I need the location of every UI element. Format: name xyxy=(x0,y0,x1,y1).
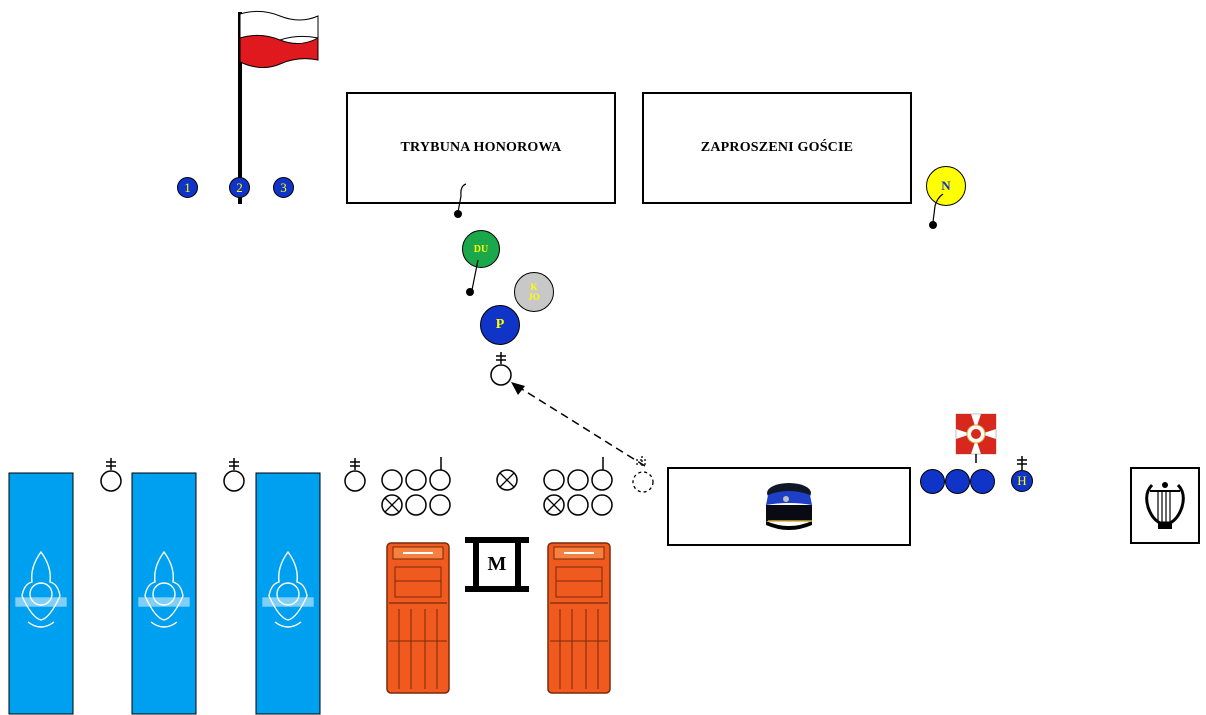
officer-h: H xyxy=(1011,470,1033,492)
unit-commander-3-icon xyxy=(344,458,366,492)
officer-n-label: N xyxy=(941,178,951,193)
banner-2 xyxy=(131,472,197,715)
commander-start-marker-icon xyxy=(632,456,654,493)
lyre-icon xyxy=(1145,481,1185,529)
banner-1 xyxy=(8,472,74,715)
fire-brigade-emblem-icon xyxy=(262,550,314,628)
officer-h-label: H xyxy=(1017,473,1027,488)
uniform-cap-icon xyxy=(766,482,812,530)
flag-post-1: 1 xyxy=(177,177,198,198)
officer-du-label: DU xyxy=(473,243,489,255)
march-arrow-icon xyxy=(511,382,646,467)
military-band xyxy=(1130,467,1200,544)
polish-flag-icon xyxy=(238,10,319,204)
honor-tribune: TRYBUNA HONOROWA xyxy=(346,92,616,204)
flag-post-2: 2 xyxy=(229,177,250,198)
commander-marker-icon xyxy=(490,352,512,386)
tribune-pointer-icon xyxy=(454,183,467,218)
flag-guard-3 xyxy=(970,469,995,494)
music-stand-frame-icon xyxy=(465,537,529,592)
flag-guard-1 xyxy=(920,469,945,494)
officer-p-label: P xyxy=(495,317,505,332)
driver-marker-icon xyxy=(496,469,518,491)
honor-tribune-label: TRYBUNA HONOROWA xyxy=(400,140,562,155)
flag-guard-2 xyxy=(945,469,970,494)
du-pointer-icon xyxy=(466,259,479,296)
crew-group-2 xyxy=(543,457,613,516)
flag-post-3: 3 xyxy=(273,177,294,198)
invited-guests-label: ZAPROSZENI GOŚCIE xyxy=(700,140,854,155)
officer-kjo: K JO xyxy=(514,272,554,312)
honor-guard-platform xyxy=(667,467,911,546)
fire-truck-icon xyxy=(386,542,450,694)
flag-post-3-label: 3 xyxy=(280,179,287,195)
unit-commander-2-icon xyxy=(223,458,245,492)
flag-post-2-label: 2 xyxy=(236,179,243,195)
fire-brigade-emblem-icon xyxy=(138,550,190,628)
h-cross-icon xyxy=(1017,456,1027,470)
officer-p: P xyxy=(480,305,520,345)
officer-kjo-label-bottom: JO xyxy=(528,292,540,302)
banner-3 xyxy=(255,472,321,715)
officer-kjo-label-top: K xyxy=(530,282,538,292)
military-banner-icon xyxy=(955,413,997,463)
music-stand: M xyxy=(465,537,529,592)
flag-post-1-label: 1 xyxy=(184,179,191,195)
music-stand-label: M xyxy=(487,553,507,575)
crew-group-1 xyxy=(381,457,451,516)
officer-n: N xyxy=(926,166,966,206)
fire-brigade-emblem-icon xyxy=(15,550,67,628)
fire-truck-icon xyxy=(547,542,611,694)
officer-du: DU xyxy=(462,230,500,268)
invited-guests-area: ZAPROSZENI GOŚCIE xyxy=(642,92,912,204)
n-pointer-icon xyxy=(929,193,944,229)
unit-commander-1-icon xyxy=(100,458,122,492)
